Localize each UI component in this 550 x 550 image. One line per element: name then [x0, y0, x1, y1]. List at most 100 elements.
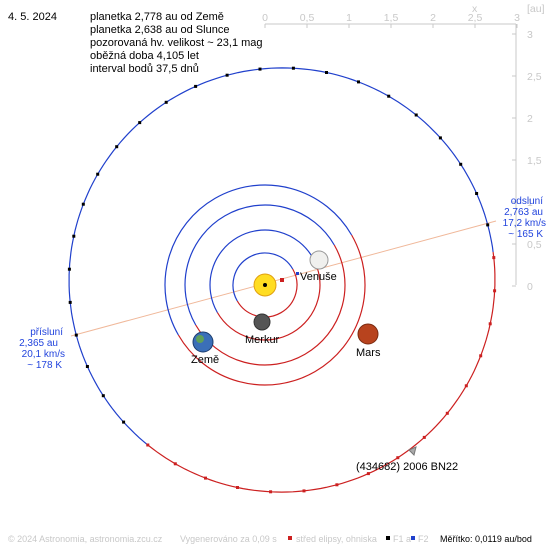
- legend-f2: F2: [418, 534, 429, 544]
- orbit-point: [438, 136, 442, 140]
- orbit-point: [146, 443, 150, 447]
- mercury-label: Merkur: [245, 334, 280, 346]
- orbit-point: [396, 456, 400, 460]
- orbit-point: [291, 66, 295, 70]
- orbit-point: [72, 234, 76, 238]
- asteroid-orbit-above: [68, 67, 494, 446]
- orbit-arc-below: [177, 234, 366, 386]
- orbit-point: [366, 472, 370, 476]
- ellipse-center-marker: [280, 278, 284, 282]
- orbit-arc-below: [195, 244, 346, 366]
- asteroid: (434682) 2006 BN22: [356, 446, 458, 473]
- info-distance-earth: planetka 2,778 au od Země: [90, 11, 224, 23]
- legend-f1: F1 a: [393, 534, 411, 544]
- orbit-point: [204, 476, 207, 480]
- mars-orbit: [164, 184, 366, 386]
- info-period: oběžná doba 4,105 let: [90, 50, 199, 62]
- mars: Mars: [356, 323, 381, 359]
- mercury-orbit: [232, 252, 298, 318]
- orbit-point: [459, 162, 463, 166]
- venus-orbit: [209, 229, 321, 341]
- svg-text:odsluní: odsluní: [511, 196, 543, 207]
- svg-text:2,763 au: 2,763 au: [504, 207, 543, 218]
- x-tick-label: 0: [262, 12, 268, 24]
- asteroid-orbit: [68, 67, 496, 493]
- orbit-point: [138, 121, 142, 125]
- legend-center-marker: [288, 536, 292, 540]
- asteroid-orbit-below: [147, 252, 496, 493]
- y-tick-label: 1,5: [527, 155, 542, 167]
- svg-text:~ 178 K: ~ 178 K: [27, 360, 62, 371]
- axis-unit: [au]: [527, 3, 545, 15]
- orbit-point: [225, 73, 229, 77]
- x-tick-label: 2: [430, 12, 436, 24]
- legend-center: střed elipsy, ohniska: [296, 534, 377, 544]
- orbit-point: [115, 145, 119, 149]
- legend-f2-marker: [411, 536, 415, 540]
- orbit-point: [74, 333, 78, 337]
- orbit-point: [68, 300, 72, 304]
- orbit-point: [325, 71, 328, 74]
- footer: © 2024 Astronomia, astronomia.zcu.cz Vyg…: [8, 534, 532, 544]
- orbit-arc-above: [164, 184, 353, 336]
- y-tick-label: 1: [527, 197, 533, 209]
- orbit-arc-above: [209, 229, 314, 313]
- orbit-arc-above: [184, 204, 335, 326]
- orbit-point: [464, 384, 468, 388]
- orbit-point: [81, 202, 85, 206]
- orbit-point: [67, 267, 71, 271]
- orbit-point: [492, 256, 496, 260]
- mars-label: Mars: [356, 347, 381, 359]
- earth-label: Země: [191, 354, 219, 366]
- orbits: [68, 67, 496, 493]
- y-axis-ticks: 32,521,510,50: [512, 29, 542, 293]
- orbit-point-markers: [67, 66, 497, 494]
- info-interval: interval bodů 37,5 dnů: [90, 63, 199, 75]
- svg-text:17,2 km/s: 17,2 km/s: [503, 218, 546, 229]
- date: 4. 5. 2024: [8, 11, 57, 23]
- y-tick-label: 0,5: [527, 239, 542, 251]
- mercury: Merkur: [245, 313, 280, 346]
- orbit-point: [387, 94, 391, 98]
- svg-text:20,1 km/s: 20,1 km/s: [22, 349, 65, 360]
- orbit-arc-below: [236, 268, 298, 318]
- x-tick-label: 3: [514, 12, 520, 24]
- info-distance-sun: planetka 2,638 au od Slunce: [90, 24, 229, 36]
- y-tick-label: 2,5: [527, 71, 542, 83]
- legend-f1-marker: [386, 536, 390, 540]
- svg-text:2,365 au: 2,365 au: [19, 338, 58, 349]
- orbit-point: [445, 411, 449, 415]
- orbit-point: [414, 113, 418, 117]
- orbit-point: [475, 192, 479, 195]
- svg-text:přísluní: přísluní: [30, 327, 63, 338]
- x-tick-label: 2,5: [468, 12, 483, 24]
- y-tick-label: 0: [527, 281, 533, 293]
- orbit-point: [122, 420, 126, 424]
- earth-orbit: [184, 204, 346, 366]
- x-tick-label: 1,5: [384, 12, 399, 24]
- orbit-point: [269, 490, 273, 494]
- venus: Venuše: [296, 250, 337, 283]
- orbit-arc-above: [232, 252, 294, 302]
- orbit-point: [479, 354, 483, 358]
- scale-label: Měřítko: 0,0119 au/bod: [440, 534, 532, 544]
- orbit-point: [335, 483, 339, 487]
- aphelion-label: odsluní 2,763 au 17,2 km/s ~ 165 K: [503, 196, 546, 240]
- sun: [253, 273, 277, 297]
- orbit-point: [422, 435, 426, 439]
- venus-label: Venuše: [300, 271, 337, 283]
- orbit-point: [85, 365, 89, 368]
- info-magnitude: pozorovaná hv. velikost ~ 23,1 mag: [90, 37, 263, 49]
- copyright: © 2024 Astronomia, astronomia.zcu.cz: [8, 534, 163, 544]
- perihelion-label: přísluní 2,365 au 20,1 km/s ~ 178 K: [19, 327, 65, 371]
- orbit-point: [486, 223, 490, 227]
- orbit-point: [236, 486, 239, 489]
- orbit-point: [488, 322, 492, 326]
- orbit-arc-below: [216, 257, 321, 341]
- orbit-point: [101, 394, 105, 398]
- generated-time: Vygenerováno za 0,09 s: [180, 534, 277, 544]
- orbit-point: [357, 80, 360, 84]
